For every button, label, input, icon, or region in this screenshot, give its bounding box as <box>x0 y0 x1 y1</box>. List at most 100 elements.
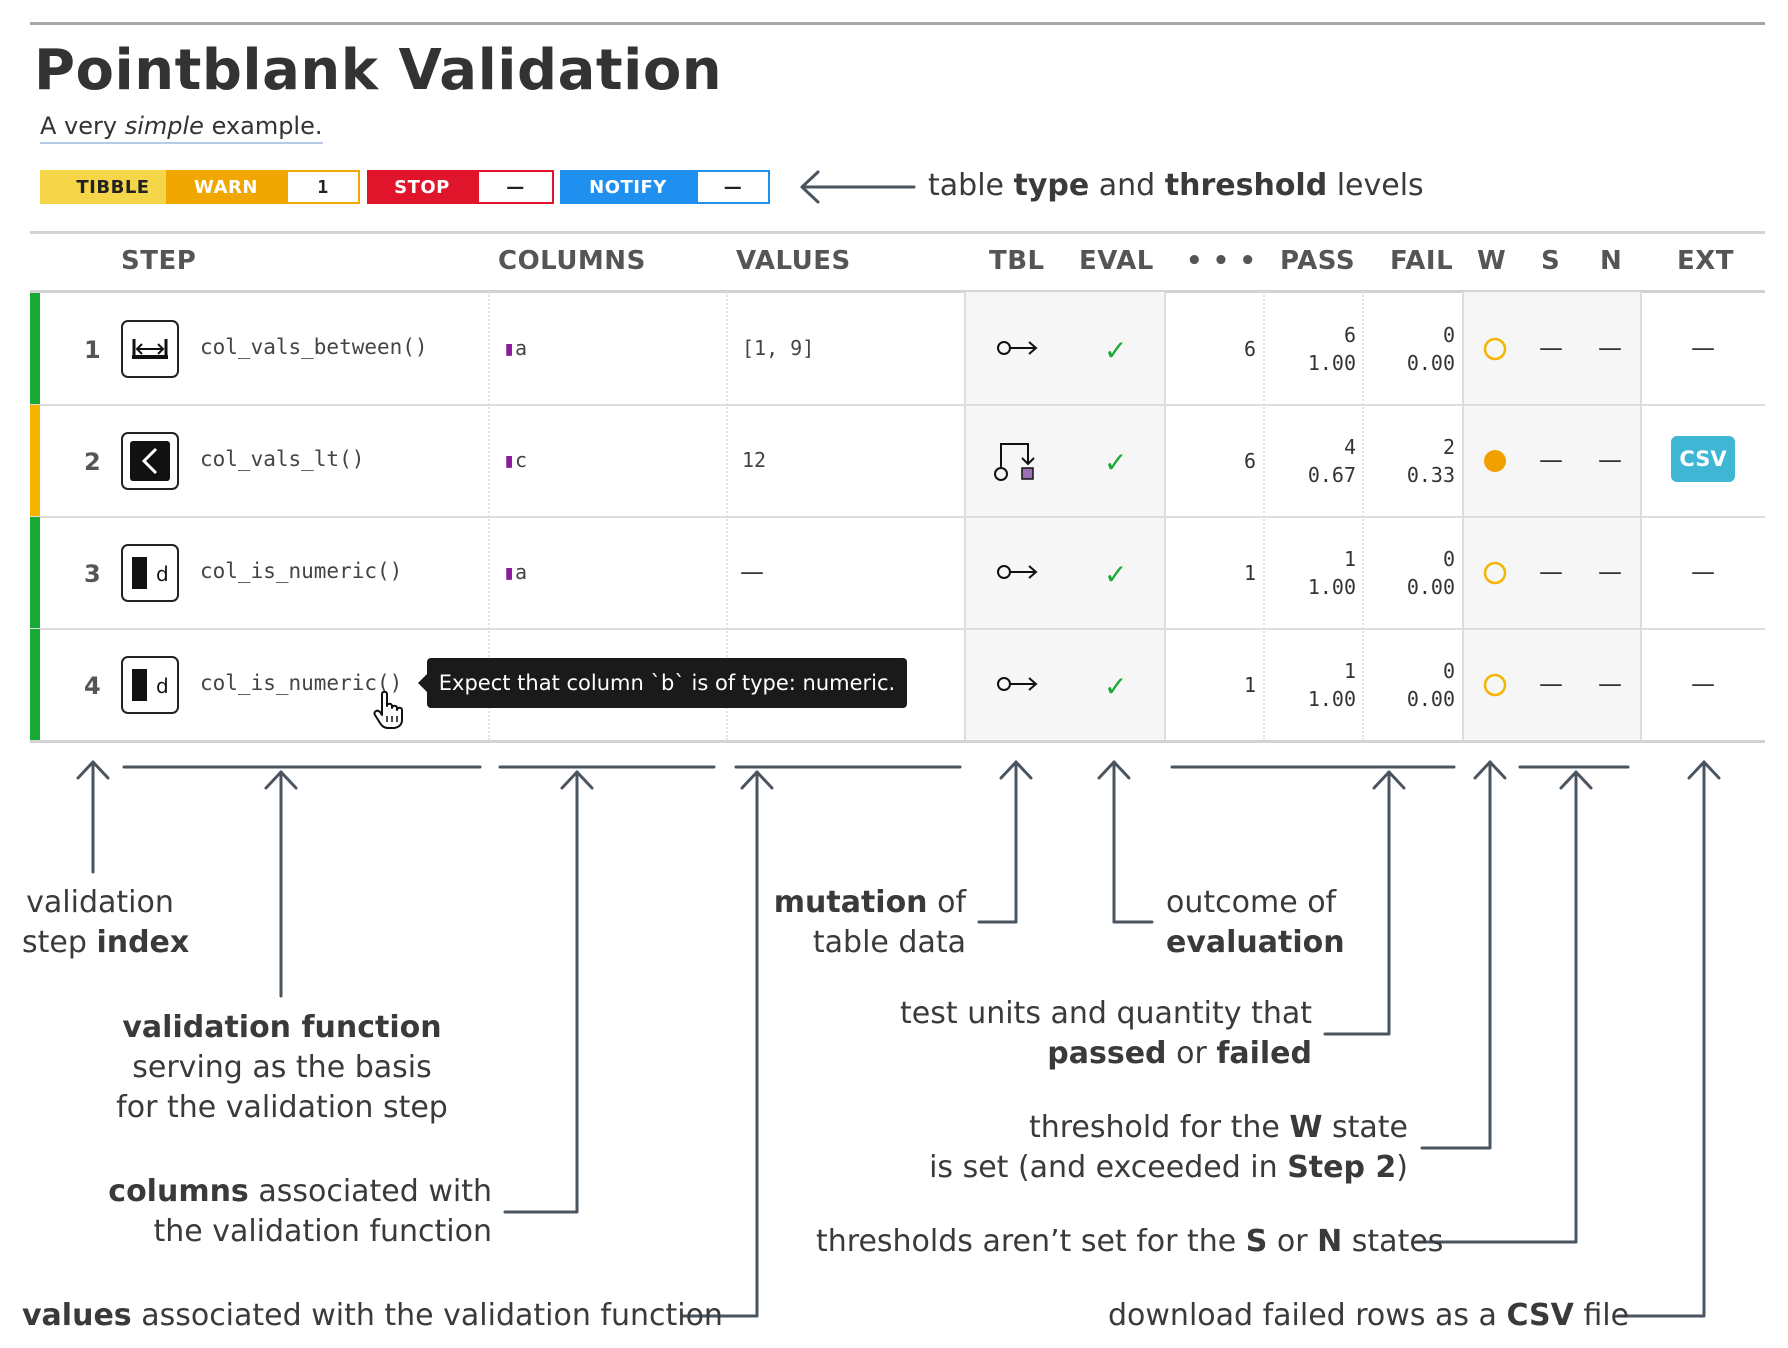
arrow-icon <box>997 677 1038 691</box>
check-icon: ✓ <box>1104 446 1128 479</box>
fail-fraction: 0.00 <box>1406 351 1455 375</box>
function-annotation: validation function serving as the basis… <box>116 1010 448 1125</box>
index-annotation: validation step index <box>22 885 190 960</box>
top-rule <box>30 22 1765 25</box>
values-cell: 12 <box>742 448 767 472</box>
units-count: 1 <box>1243 673 1256 697</box>
warn-open-circle-icon <box>1483 337 1507 361</box>
validation-function[interactable]: col_is_numeric() <box>200 559 403 583</box>
header-eval: EVAL <box>1079 246 1154 276</box>
numeric-type-icon: d <box>121 544 179 602</box>
units-count: 1 <box>1243 561 1256 585</box>
row-divider <box>30 404 1765 406</box>
pass-fraction: 1.00 <box>1307 687 1356 711</box>
pass-fraction: 1.00 <box>1307 351 1356 375</box>
stop-badge-value: — <box>477 170 554 204</box>
step-index: 4 <box>84 672 101 700</box>
stop-state: — <box>1539 446 1563 474</box>
table-bottom-rule <box>30 740 1765 743</box>
fail-count: 0 <box>1442 659 1455 683</box>
tooltip-pointer <box>418 673 428 693</box>
notify-badge-value: — <box>696 170 770 204</box>
warn-badge-label: WARN <box>166 170 286 204</box>
header-bottom-rule <box>30 290 1765 293</box>
fail-count: 0 <box>1442 323 1455 347</box>
values-annotation: values associated with the validation fu… <box>22 1298 723 1333</box>
columns-annotation: columns associated with the validation f… <box>108 1174 492 1249</box>
svg-text:d: d <box>156 562 169 586</box>
units-count: 6 <box>1243 337 1256 361</box>
between-icon <box>121 320 179 378</box>
pass-count: 4 <box>1343 435 1356 459</box>
stop-state: — <box>1539 670 1563 698</box>
validation-function[interactable]: col_is_numeric() <box>200 671 403 695</box>
sn-state-annotation: thresholds aren’t set for the S or N sta… <box>816 1224 1444 1259</box>
column-name: ▮a <box>503 560 528 584</box>
check-icon: ✓ <box>1104 558 1128 591</box>
tooltip: Expect that column `b` is of type: numer… <box>427 658 907 708</box>
mutation-icon <box>994 443 1035 481</box>
fail-fraction: 0.00 <box>1406 575 1455 599</box>
arrow-icon <box>997 565 1038 579</box>
column-name: ▮a <box>503 336 528 360</box>
notify-badge-label: NOTIFY <box>560 170 696 204</box>
pass-count: 1 <box>1343 547 1356 571</box>
check-icon: ✓ <box>1104 334 1128 367</box>
fail-count: 0 <box>1442 547 1455 571</box>
values-cell: — <box>740 558 764 586</box>
status-bar-pass <box>30 629 40 740</box>
header-values: VALUES <box>736 246 851 276</box>
hand-cursor-icon <box>373 690 403 729</box>
header-n: N <box>1600 246 1623 276</box>
page-subtitle: A very simple example. <box>40 112 323 144</box>
header-w: W <box>1477 246 1507 276</box>
pass-count: 6 <box>1343 323 1356 347</box>
csv-download-button[interactable]: CSV <box>1671 436 1735 482</box>
notify-state: — <box>1598 446 1622 474</box>
validation-function[interactable]: col_vals_lt() <box>200 447 365 471</box>
column-name: ▮c <box>503 448 528 472</box>
step-index: 1 <box>84 336 101 364</box>
passfail-annotation: test units and quantity that passed or f… <box>900 996 1312 1071</box>
stop-state: — <box>1539 558 1563 586</box>
stop-badge-label: STOP <box>367 170 477 204</box>
step-index: 2 <box>84 448 101 476</box>
validation-function[interactable]: col_vals_between() <box>200 335 428 359</box>
svg-text:d: d <box>156 674 169 698</box>
header-tbl: TBL <box>989 246 1045 276</box>
levels-annotation: table type and threshold levels <box>928 168 1424 203</box>
status-bar-pass <box>30 517 40 628</box>
header-fail: FAIL <box>1390 246 1454 276</box>
notify-state: — <box>1598 670 1622 698</box>
pass-fraction: 1.00 <box>1307 575 1356 599</box>
fail-count: 2 <box>1442 435 1455 459</box>
status-bar-pass <box>30 293 40 404</box>
ext-cell: — <box>1691 334 1715 362</box>
fail-fraction: 0.00 <box>1406 687 1455 711</box>
header-columns: COLUMNS <box>498 246 646 276</box>
ext-cell: — <box>1691 558 1715 586</box>
check-icon: ✓ <box>1104 670 1128 703</box>
warn-open-circle-icon <box>1483 673 1507 697</box>
pass-count: 1 <box>1343 659 1356 683</box>
mutation-annotation: mutation of table data <box>773 885 966 960</box>
header-top-rule <box>30 231 1765 234</box>
warn-open-circle-icon <box>1483 561 1507 585</box>
less-than-icon <box>121 432 179 490</box>
csv-annotation: download failed rows as a CSV file <box>1108 1298 1630 1333</box>
warn-badge-value: 1 <box>286 170 360 204</box>
status-bar-warn <box>30 405 40 516</box>
values-cell: [1, 9] <box>742 336 815 360</box>
page-title: Pointblank Validation <box>34 38 723 103</box>
header-step: STEP <box>121 246 197 276</box>
header-pass: PASS <box>1280 246 1356 276</box>
arrow-icon <box>997 341 1038 355</box>
notify-state: — <box>1598 558 1622 586</box>
warn-filled-circle-icon <box>1484 450 1506 472</box>
header-s: S <box>1541 246 1561 276</box>
step-index: 3 <box>84 560 101 588</box>
header-units: • • • <box>1186 246 1257 276</box>
header-ext: EXT <box>1677 246 1735 276</box>
row-divider <box>30 516 1765 518</box>
